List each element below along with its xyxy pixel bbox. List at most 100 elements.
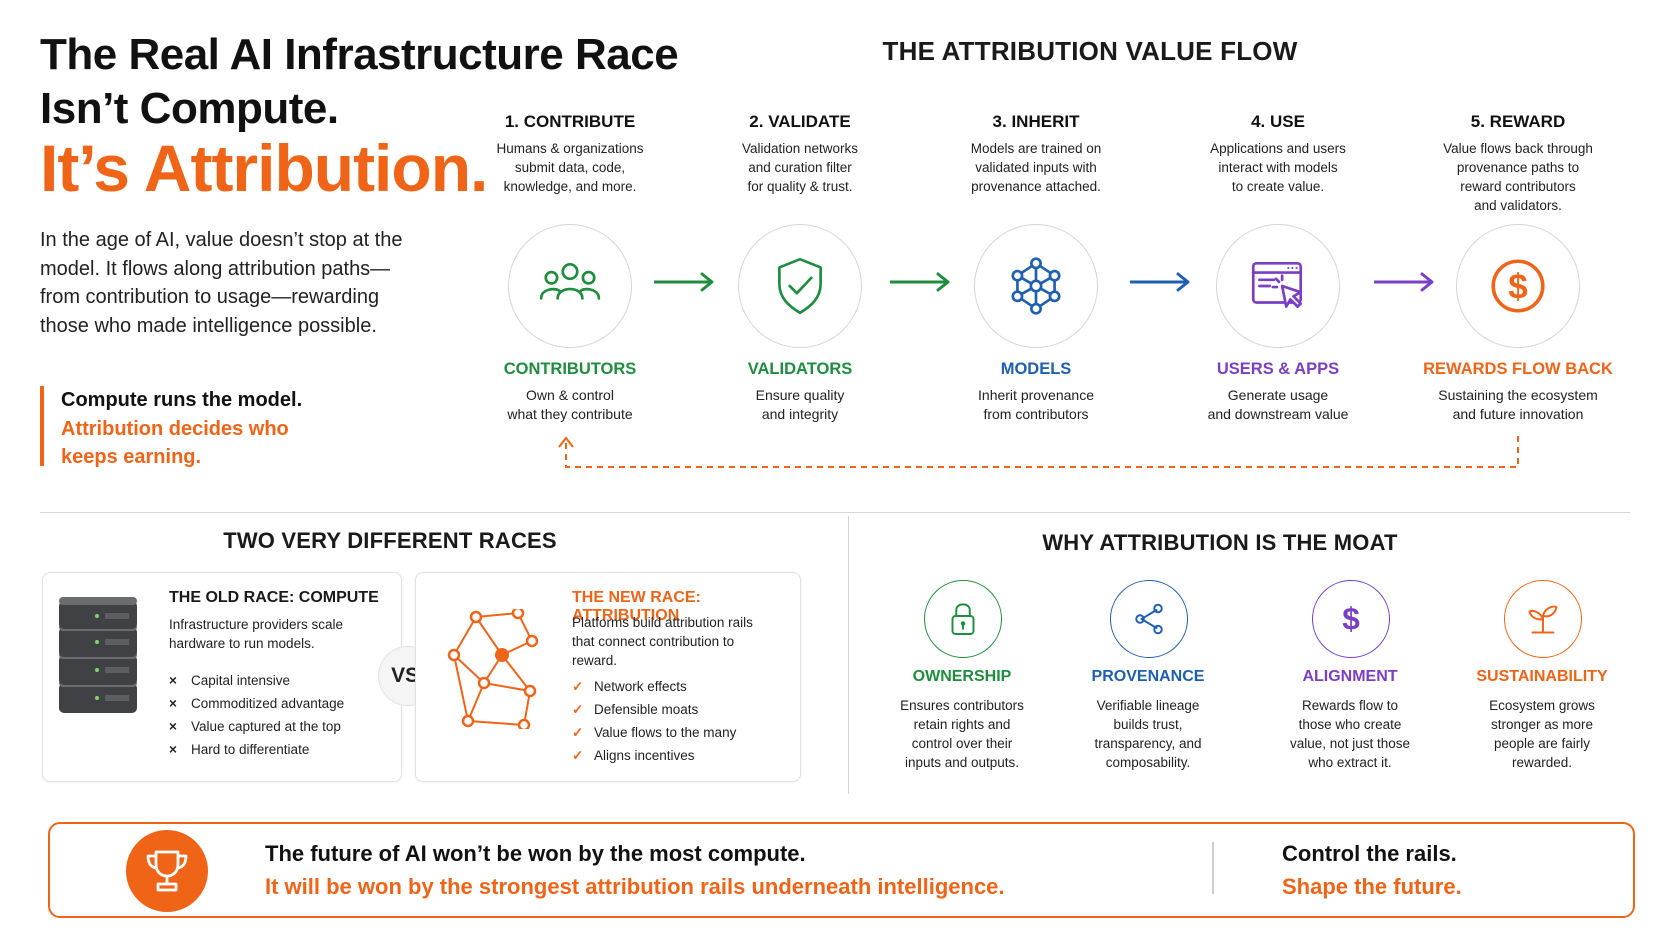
trophy-badge xyxy=(126,830,208,912)
flow-actor-desc-line: Ensure quality xyxy=(755,387,845,403)
race-list-item-label: Capital intensive xyxy=(191,673,291,688)
footer-line2: It will be won by the strongest attribut… xyxy=(265,874,1005,899)
network-graph-icon xyxy=(447,609,539,729)
flow-step-icon-circle xyxy=(508,224,632,348)
race-list-item: × Value captured at the top xyxy=(169,715,344,738)
flow-step-title: 3. INHERIT xyxy=(992,112,1080,131)
lock-icon xyxy=(951,603,975,635)
flow-actor-desc: Sustaining the ecosystem and future innov… xyxy=(1398,386,1638,424)
people-icon xyxy=(539,263,601,300)
race-list-item-label: Value flows to the many xyxy=(594,725,737,740)
moat-desc-line: Rewards flow to xyxy=(1301,698,1399,713)
race-list-item-label: Defensible moats xyxy=(594,702,699,717)
flow-step-desc-line: provenance attached. xyxy=(971,179,1101,194)
flow-actor-label: VALIDATORS xyxy=(747,360,853,378)
race-list-item-label: Network effects xyxy=(594,679,687,694)
check-icon: ✓ xyxy=(572,679,584,694)
flow-actor-desc-line: Sustaining the ecosystem xyxy=(1438,387,1598,403)
moat-icon-circle xyxy=(1504,580,1582,658)
flow-actor-label: CONTRIBUTORS xyxy=(503,360,637,378)
old-race-desc: Infrastructure providers scale hardware … xyxy=(169,615,343,653)
flow-actor-desc: Generate usage and downstream value xyxy=(1158,386,1398,424)
flow-step-title: 5. REWARD xyxy=(1470,112,1566,131)
hero-intro: In the age of AI, value doesn’t stop at … xyxy=(40,229,403,337)
flow-step-icon-circle xyxy=(738,224,862,348)
moat-icon-circle xyxy=(1110,580,1188,658)
old-race-list: × Capital intensive × Commoditized advantag… xyxy=(169,669,344,761)
cross-icon: × xyxy=(169,742,177,757)
trophy-icon xyxy=(146,850,188,892)
network-icon xyxy=(1011,257,1061,315)
footer-line1: The future of AI won’t be won by the mos… xyxy=(265,841,806,866)
cross-icon: × xyxy=(169,719,177,734)
moat-icon-circle xyxy=(924,580,1002,658)
flow-step-desc-line: Models are trained on xyxy=(970,141,1102,156)
new-race-desc-line: reward. xyxy=(572,653,618,668)
race-list-item: ×Hard to differentiate xyxy=(169,738,344,761)
races-title: TWO VERY DIFFERENT RACES xyxy=(223,528,557,553)
footer-tagline2: Shape the future. xyxy=(1282,874,1462,899)
flow-step-icon-circle xyxy=(1216,224,1340,348)
moat-desc-line: Ensures contributors xyxy=(900,698,1024,713)
hero-quote-line1: Compute runs the model. xyxy=(61,389,303,411)
flow-step-desc-line: validated inputs with xyxy=(975,160,1097,175)
flow-actor-desc-line: and integrity xyxy=(761,406,839,422)
flow-step-desc-line: knowledge, and more. xyxy=(503,179,637,194)
flow-step-desc-line: and curation filter xyxy=(748,160,852,175)
moat-label: ALIGNMENT xyxy=(1302,668,1398,685)
moat-title: WHY ATTRIBUTION IS THE MOAT xyxy=(1042,530,1398,555)
flow-step-desc-line: Applications and users xyxy=(1210,141,1346,156)
race-list-item: ✓ Value flows to the many xyxy=(572,721,736,744)
footer-banner xyxy=(48,822,1635,918)
flow-step-icon-circle: $ xyxy=(1456,224,1580,348)
moat-icon-circle: $ xyxy=(1312,580,1390,658)
moat-desc-line: rewarded. xyxy=(1511,755,1573,770)
server-stack-icon xyxy=(59,597,137,713)
cross-icon: × xyxy=(169,696,177,711)
hero-accent: It’s Attribution. xyxy=(40,131,488,205)
dollar-coin-icon: $ xyxy=(1491,259,1545,313)
footer-divider xyxy=(1212,842,1214,894)
race-list-item: ✓Aligns incentives xyxy=(572,744,736,767)
dollar-icon: $ xyxy=(1342,601,1360,637)
flow-step-desc-line: submit data, code, xyxy=(514,160,626,175)
flow-actor-desc-line: and downstream value xyxy=(1207,406,1349,422)
race-list-item-label: Value captured at the top xyxy=(191,719,341,734)
svg-text:$: $ xyxy=(1508,267,1528,306)
sprout-icon xyxy=(1528,605,1558,634)
flow-step-desc-line: interact with models xyxy=(1218,160,1338,175)
flow-actor-label: REWARDS FLOW BACK xyxy=(1423,360,1613,378)
share-icon xyxy=(1135,603,1163,635)
moat-label: SUSTAINABILITY xyxy=(1476,668,1608,685)
old-race-desc-line: hardware to run models. xyxy=(169,636,315,651)
moat-desc-line: value, not just those xyxy=(1289,736,1411,751)
hero-quote: Compute runs the model. Attribution deci… xyxy=(40,386,311,468)
flow-actor-desc-line: Generate usage xyxy=(1227,387,1329,403)
check-icon: ✓ xyxy=(572,748,584,763)
moat-desc-line: composability. xyxy=(1105,755,1191,770)
moat-desc-line: who extract it. xyxy=(1308,755,1392,770)
check-icon: ✓ xyxy=(572,725,584,740)
moat-desc-line: control over their xyxy=(911,736,1013,751)
moat-label: PROVENANCE xyxy=(1091,668,1205,685)
race-list-item-label: Commoditized advantage xyxy=(191,696,345,711)
flow-actor-label: MODELS xyxy=(1000,360,1072,378)
moat-desc-line: inputs and outputs. xyxy=(904,755,1020,770)
flow-actor-desc-line: Inherit provenance xyxy=(978,387,1094,403)
hero-title: The Real AI Infrastructure Race Isn’t Co… xyxy=(40,28,679,136)
app-cursor-icon xyxy=(1251,261,1303,308)
race-list-item: × Commoditized advantage xyxy=(169,692,344,715)
flow-step-desc: Applications and users interact with mode… xyxy=(1158,139,1398,196)
flow-step-desc: Models are trained on validated inputs wi… xyxy=(916,139,1156,196)
flow-step-title: 4. USE xyxy=(1251,112,1305,131)
moat-desc-line: those who create xyxy=(1298,717,1402,732)
moat-desc-line: people are fairly xyxy=(1493,736,1591,751)
flow-step-desc-line: Validation networks xyxy=(741,141,859,156)
flow-actor-desc-line: and future innovation xyxy=(1452,406,1584,422)
moat-desc: Rewards flow to those who create value, no… xyxy=(1255,696,1445,772)
new-race-list: ✓ Network effects ✓ Defensible moats ✓ Value … xyxy=(572,675,736,767)
